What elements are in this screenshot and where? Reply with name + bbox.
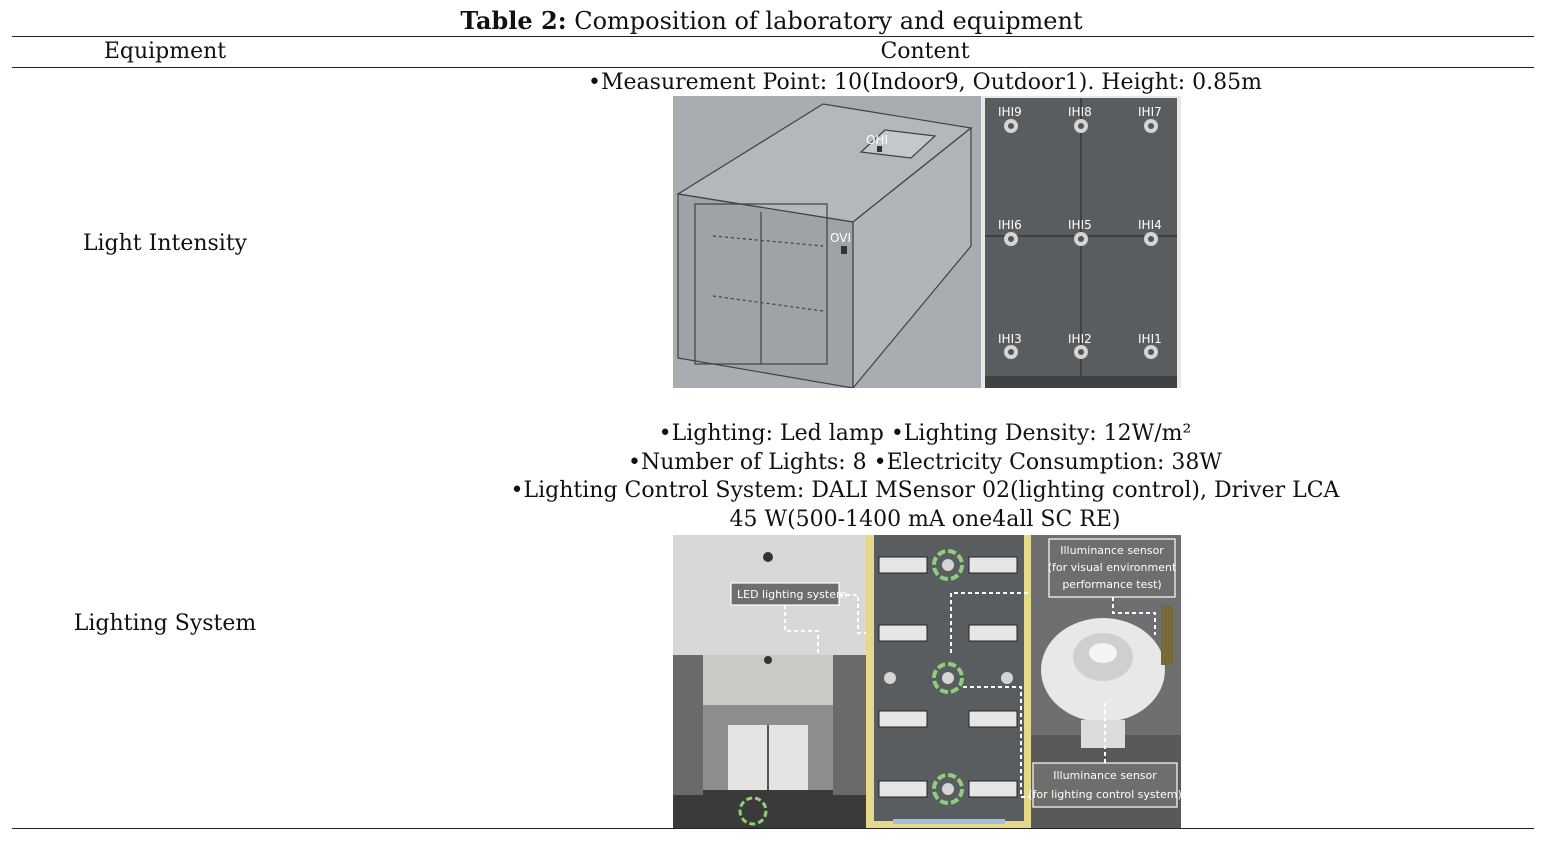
sensor-ihi7: IHI7 <box>1138 105 1162 133</box>
callout-sensor-visual-line1: Illuminance sensor <box>1060 544 1164 557</box>
row-label-light-intensity: Light Intensity <box>82 231 248 256</box>
plan-sensor-rings <box>884 549 1013 805</box>
header-equipment: Equipment <box>103 39 227 64</box>
callout-sensor-visual-line3: performance test) <box>1062 578 1161 591</box>
content-line: 45 W(500-1400 mA one4all SC RE) <box>729 506 1121 532</box>
header-rule <box>12 67 1534 68</box>
svg-text:IHI6: IHI6 <box>998 218 1022 232</box>
content-line: •Lighting Control System: DALI MSensor 0… <box>510 478 1340 504</box>
sensor-ihi5: IHI5 <box>1068 218 1092 246</box>
led-panel <box>878 780 928 798</box>
row-content-light-intensity: •Measurement Point: 10(Indoor9, Outdoor1… <box>430 69 1420 98</box>
svg-text:IHI2: IHI2 <box>1068 332 1092 346</box>
callout-led-arrow <box>784 605 819 653</box>
callout-sensor-control-line1: Illuminance sensor <box>1053 769 1157 782</box>
bottom-rule <box>12 828 1534 829</box>
svg-text:IHI8: IHI8 <box>1068 105 1092 119</box>
room-photo <box>673 535 866 828</box>
table-caption: Table 2: Composition of laboratory and e… <box>0 6 1543 36</box>
svg-text:IHI5: IHI5 <box>1068 218 1092 232</box>
header-content: Content <box>880 39 970 64</box>
row-label-lighting-system: Lighting System <box>73 611 257 636</box>
content-line: •Number of Lights: 8 •Electricity Consum… <box>627 449 1223 475</box>
led-panel <box>878 624 928 642</box>
lighting-plan <box>866 535 1049 828</box>
sensor-ihi4: IHI4 <box>1138 218 1162 246</box>
sensor-ihi8: IHI8 <box>1068 105 1092 133</box>
sensor-ihi1: IHI1 <box>1138 332 1162 359</box>
light-intensity-figure: OHI OVI IHI9 IHI8 IHI7 IHI6 IHI5 IHI4 IH… <box>673 96 1181 388</box>
caption-title: Composition of laboratory and equipment <box>566 7 1083 35</box>
led-panel <box>968 710 1018 728</box>
caption-label: Table 2: <box>460 6 567 35</box>
led-panel <box>878 710 928 728</box>
led-panel <box>968 780 1018 798</box>
led-panel <box>968 556 1018 574</box>
svg-text:IHI4: IHI4 <box>1138 218 1162 232</box>
callout-sensor-visual-line2: (for visual environment <box>1048 561 1177 574</box>
svg-text:IHI3: IHI3 <box>998 332 1022 346</box>
room-sensor-ring <box>738 796 768 826</box>
svg-text:IHI9: IHI9 <box>998 105 1022 119</box>
svg-text:IHI7: IHI7 <box>1138 105 1162 119</box>
callout-led-text: LED lighting system <box>737 588 847 601</box>
sensor-ihi6: IHI6 <box>998 218 1022 246</box>
content-line: •Lighting: Led lamp •Lighting Density: 1… <box>658 421 1192 446</box>
sensor-ihi3: IHI3 <box>998 332 1022 359</box>
sensor-ihi2: IHI2 <box>1068 332 1092 359</box>
label-ovi: OVI <box>830 231 851 245</box>
led-panel <box>878 556 928 574</box>
content-line: •Measurement Point: 10(Indoor9, Outdoor1… <box>588 70 1262 95</box>
row-content-lighting-system: •Lighting: Led lamp •Lighting Density: 1… <box>430 420 1420 534</box>
led-panel <box>968 624 1018 642</box>
plan-bottom-strip <box>985 376 1177 388</box>
lighting-system-figure: LED lighting system <box>673 535 1181 828</box>
box-sketch <box>676 103 973 388</box>
indoor-sensors: IHI9 IHI8 IHI7 IHI6 IHI5 IHI4 IHI3 IHI2 … <box>998 105 1162 359</box>
callout-sensor-control-line2: (for lighting control system) <box>1028 788 1181 801</box>
label-ohi: OHI <box>866 133 888 147</box>
measurement-point-diagram: OHI OVI IHI9 IHI8 IHI7 IHI6 IHI5 IHI4 IH… <box>673 96 1181 388</box>
lighting-system-diagram: LED lighting system <box>673 535 1181 828</box>
svg-text:IHI1: IHI1 <box>1138 332 1162 346</box>
ohi-sensor-icon <box>877 146 882 152</box>
sensor-ihi9: IHI9 <box>998 105 1022 133</box>
ovi-sensor-icon <box>841 246 847 254</box>
top-rule <box>12 36 1534 37</box>
callout-sensor-control-box <box>1032 762 1178 808</box>
callout-sensor-visual-box <box>1048 538 1176 598</box>
